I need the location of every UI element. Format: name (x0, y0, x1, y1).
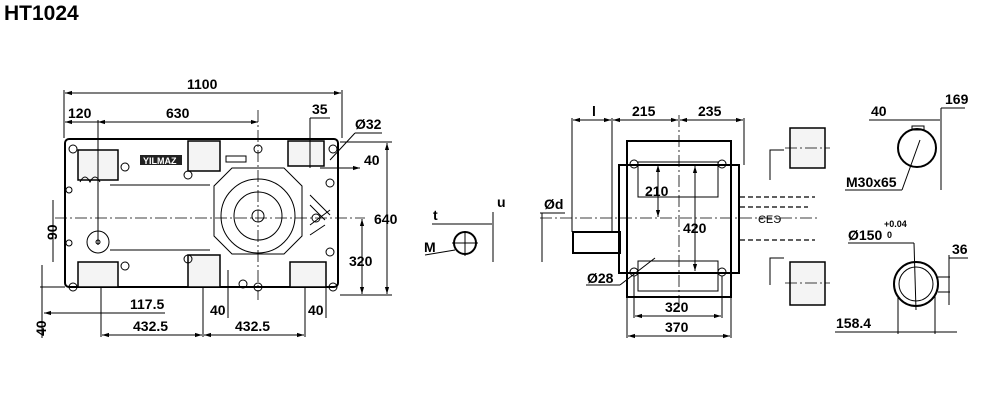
dim-side-hole-diameter: Ø28 (587, 270, 614, 286)
shaft-sections: 40 169 M30x65 36 Ø150 +0.04 0 158.4 (769, 91, 969, 334)
input-shaft (572, 231, 621, 254)
input-key-detail: t u M (424, 194, 506, 262)
dim-solid-key-width: 40 (871, 103, 887, 119)
dim-key-m: M (424, 239, 436, 255)
dim-solid-key-height: 169 (945, 91, 969, 107)
dim-overall-length: 1100 (187, 76, 218, 92)
dim-foot-offset: 117.5 (130, 296, 164, 312)
side-view: ЄЕЭ l 215 235 Ød 210 420 Ø28 320 370 (540, 103, 820, 339)
side-rib-bottom (637, 260, 719, 292)
top-mid-boss (187, 140, 221, 172)
shaft-end-symbol: ЄЕЭ (758, 214, 781, 226)
side-rib-top (637, 161, 719, 198)
dim-hole-diameter: Ø32 (355, 116, 382, 132)
dim-foot-height-mid: 40 (210, 302, 226, 318)
dim-shaft-spacing: 630 (166, 105, 190, 121)
dim-shaft-diameter: Ød (544, 196, 563, 212)
dim-bore-tol-lower: 0 (887, 230, 892, 240)
solid-key (911, 125, 925, 131)
bottom-left-foot (77, 261, 119, 288)
dim-hollow-key-height: 158.4 (836, 315, 871, 331)
dim-offset-left: 120 (68, 105, 92, 121)
dim-foot-spacing-right: 432.5 (235, 318, 270, 334)
dim-foot-height-right: 40 (308, 302, 324, 318)
dim-shaft-length: l (592, 103, 596, 119)
bottom-mid-foot (187, 254, 221, 288)
section-brackets (769, 149, 784, 285)
nameplate (225, 155, 247, 163)
dim-foot-width: 370 (665, 319, 689, 335)
dim-key-u: u (497, 194, 506, 210)
brand-plate (140, 155, 182, 165)
dim-foot-hole-spacing: 320 (665, 299, 689, 315)
dim-input-offset: 90 (44, 224, 60, 240)
dim-key-t: t (433, 207, 438, 223)
dim-hole-spacing: 420 (683, 220, 707, 236)
dim-hole-edge: 40 (364, 152, 380, 168)
dim-center-height: 320 (349, 253, 373, 269)
dim-foot-spacing-left: 432.5 (133, 318, 168, 334)
bottom-right-foot (289, 261, 327, 288)
dim-bore-tol-upper: +0.04 (884, 219, 907, 229)
brand-logo: YILMAZ (143, 156, 177, 166)
dim-half-height: 210 (645, 183, 669, 199)
dim-hole-offset: 35 (312, 101, 328, 117)
dim-left-depth: 215 (632, 103, 656, 119)
hollow-output-shaft (740, 196, 815, 241)
dim-height: 640 (374, 211, 398, 227)
front-view: YILMAZ 1100 120 630 35 40 Ø3 (33, 76, 398, 338)
gear-casing (213, 167, 303, 255)
dim-foot-thickness: 40 (33, 320, 49, 336)
drawing-title: HT1024 (4, 2, 79, 25)
top-right-boss (287, 140, 325, 167)
housing-ribs (79, 176, 331, 251)
dim-right-depth: 235 (698, 103, 722, 119)
solid-shaft-circle (897, 128, 937, 168)
dim-thread: M30x65 (846, 174, 897, 190)
dim-hollow-key-width: 36 (952, 241, 968, 257)
dim-bore: Ø150 (848, 227, 882, 243)
hollow-shaft-section (789, 261, 826, 306)
